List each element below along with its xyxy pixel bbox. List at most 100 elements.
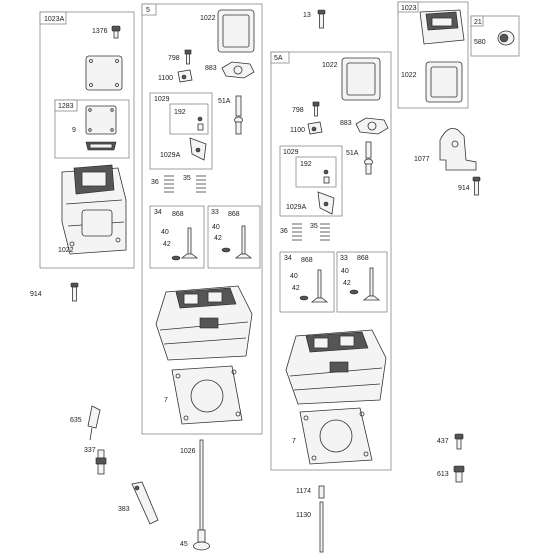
- head-5a-label: 5A: [274, 55, 283, 62]
- part-1029a-label: 1029A: [160, 152, 181, 159]
- part-40-label: 40: [161, 229, 169, 236]
- part-883-label: 883: [340, 120, 352, 127]
- spark-plug-boot-icon: [87, 405, 101, 441]
- part-613-label: 613: [437, 471, 449, 478]
- part-192-label: 192: [300, 161, 312, 168]
- part-42-label: 42: [163, 241, 171, 248]
- head-5-label: 5: [146, 7, 150, 14]
- fitting-icon: [307, 121, 323, 135]
- kit-1023-frame: [397, 1, 469, 109]
- rocker-arm-icon: [189, 137, 207, 161]
- part-798-label: 798: [292, 107, 304, 114]
- part-9-label: 9: [72, 127, 76, 134]
- gasket-icon: [85, 105, 117, 135]
- gasket-icon: [85, 55, 123, 91]
- part-7-label: 7: [292, 438, 296, 445]
- part-40-label: 40: [290, 273, 298, 280]
- kit-1283-frame: [54, 99, 130, 159]
- kit-1283-tag: [54, 99, 78, 112]
- valve-cover-icon: [61, 164, 127, 255]
- breather-plate-icon: [85, 141, 117, 151]
- part-1022-label: 1022: [200, 15, 216, 22]
- pin-icon: [197, 116, 204, 131]
- part-914-label: 914: [30, 291, 42, 298]
- part-914-label: 914: [458, 185, 470, 192]
- tappet-icon: [193, 529, 210, 551]
- box-192-frame: [169, 103, 209, 135]
- cover-plate-icon: [355, 117, 389, 135]
- part-42-label: 42: [343, 280, 351, 287]
- kit-1283-label: 1283: [58, 103, 74, 110]
- box-33-frame: [207, 205, 261, 269]
- part-1022-label: 1022: [322, 62, 338, 69]
- part-1100-label: 1100: [290, 127, 305, 134]
- valve-icon: [299, 269, 329, 303]
- gasket-icon: [341, 57, 381, 101]
- part-1026-label: 1026: [180, 448, 196, 455]
- push-rod-icon: [199, 439, 204, 531]
- kit-1023: 1023 1022: [397, 1, 469, 109]
- part-798-label: 798: [168, 55, 180, 62]
- kit-1023-label: 1023: [401, 5, 417, 12]
- part-635-label: 635: [70, 417, 82, 424]
- part-51a-label: 51A: [218, 98, 231, 105]
- part-42-label: 42: [292, 285, 300, 292]
- screw-icon: [111, 25, 121, 39]
- lever-icon: [131, 481, 159, 525]
- kit-21-frame: [470, 15, 520, 57]
- box-34-b-frame: [279, 251, 335, 313]
- kit-1023a: 1023A 1376 1283 9: [39, 11, 135, 269]
- cylinder-head-icon: [285, 329, 387, 405]
- kit-21-tag: [470, 15, 484, 27]
- spark-plug-icon: [95, 449, 107, 475]
- push-rod-icon: [319, 501, 324, 553]
- kit-1023-tag: [397, 1, 419, 13]
- part-40-label: 40: [341, 268, 349, 275]
- kit-1023a-label: 1023A: [44, 16, 65, 23]
- part-36-label: 36: [280, 228, 288, 235]
- stud-icon: [318, 485, 325, 499]
- part-36-label: 36: [151, 179, 159, 186]
- valve-icon: [171, 227, 199, 261]
- part-1022-label: 1022: [58, 247, 74, 254]
- part-35-label: 35: [310, 223, 318, 230]
- box-33-b-label: 33: [340, 255, 348, 262]
- cylinder-head-5a: 5A 1022 798 1100 883 1029 192 1029A: [270, 51, 392, 471]
- valve-spring-icon: [292, 223, 330, 241]
- bracket-icon: [439, 127, 477, 171]
- part-1130-label: 1130: [296, 512, 311, 519]
- part-1077-label: 1077: [414, 156, 430, 163]
- kit-1023a-tag: [39, 11, 67, 25]
- head-5a-frame: [270, 51, 392, 471]
- cover-plate-icon: [221, 61, 255, 79]
- bolt-icon: [453, 465, 465, 483]
- part-13-label: 13: [303, 12, 311, 19]
- screw-icon: [454, 433, 464, 450]
- part-868-label: 868: [357, 255, 369, 262]
- part-1174-label: 1174: [296, 488, 311, 495]
- box-33-b-frame: [336, 251, 388, 313]
- box-192-b-frame: [295, 156, 337, 188]
- part-437-label: 437: [437, 438, 449, 445]
- box-33-label: 33: [211, 209, 219, 216]
- pin-icon: [323, 169, 330, 184]
- box-1029-frame: [149, 92, 213, 170]
- part-580-label: 580: [474, 39, 486, 46]
- part-883-label: 883: [205, 65, 217, 72]
- valve-icon: [221, 225, 253, 259]
- plug-icon: [497, 30, 515, 46]
- box-1029-b-label: 1029: [283, 149, 299, 156]
- box-34-frame: [149, 205, 205, 269]
- cylinder-head-5: 5 1022 798 1100 883 1029 192 1029A: [141, 3, 263, 435]
- cylinder-head-icon: [155, 285, 253, 361]
- stud-icon: [364, 141, 373, 175]
- valve-spring-icon: [164, 175, 206, 193]
- part-192-label: 192: [174, 109, 186, 116]
- part-1376-label: 1376: [92, 28, 108, 35]
- box-1029-label: 1029: [154, 96, 170, 103]
- head-5a-tag: [270, 51, 290, 64]
- part-1029a-label: 1029A: [286, 204, 307, 211]
- head-gasket-icon: [171, 365, 243, 425]
- part-868-label: 868: [228, 211, 240, 218]
